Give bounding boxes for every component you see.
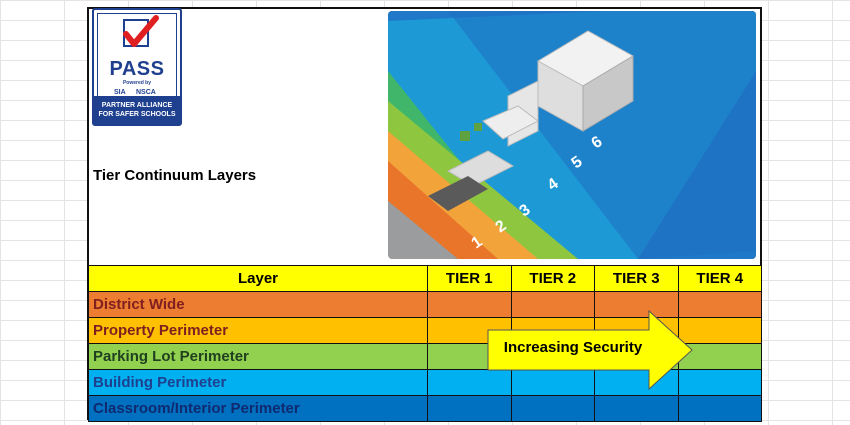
header-tier-3: TIER 3 bbox=[594, 265, 679, 292]
layer-name: Building Perimeter bbox=[88, 369, 428, 396]
logo-powered-by: Powered by bbox=[122, 80, 152, 86]
tier-cell bbox=[510, 291, 595, 318]
logo-band: PARTNER ALLIANCE FOR SAFER SCHOOLS bbox=[94, 96, 180, 124]
checkmark-icon bbox=[123, 15, 159, 47]
page-title: Tier Continuum Layers bbox=[93, 167, 257, 184]
tier-cell bbox=[510, 369, 595, 396]
tier-table: Layer TIER 1 TIER 2 TIER 3 TIER 4 Distri… bbox=[88, 265, 762, 422]
header-layer: Layer bbox=[88, 265, 428, 292]
layer-name: District Wide bbox=[88, 291, 428, 318]
header-tier-1: TIER 1 bbox=[427, 265, 512, 292]
table-row: Building Perimeter bbox=[88, 369, 762, 396]
tier-cell bbox=[510, 395, 595, 422]
layer-name: Classroom/Interior Perimeter bbox=[88, 395, 428, 422]
logo-word: PASS bbox=[109, 58, 165, 80]
svg-text:NSCA: NSCA bbox=[136, 89, 156, 96]
table-row: Classroom/Interior Perimeter bbox=[88, 395, 762, 422]
sponsor-logos-icon: SIA NSCA bbox=[114, 89, 156, 96]
tier-cell bbox=[594, 395, 679, 422]
tier-layers-illustration: 1 2 3 4 5 6 bbox=[388, 11, 756, 259]
svg-text:SIA: SIA bbox=[114, 89, 126, 96]
blue-plane bbox=[448, 11, 756, 259]
layer-name: Parking Lot Perimeter bbox=[88, 343, 428, 370]
tier-cell bbox=[677, 291, 762, 318]
tier-cell bbox=[677, 369, 762, 396]
building-icon bbox=[428, 30, 634, 211]
pass-logo: PASS Powered by SIA NSCA PARTNER ALLIANC… bbox=[92, 8, 182, 126]
tier-cell bbox=[427, 369, 512, 396]
table-row: District Wide bbox=[88, 291, 762, 318]
tier-cell bbox=[677, 395, 762, 422]
increasing-security-arrow-icon bbox=[487, 310, 693, 390]
header-tier-2: TIER 2 bbox=[510, 265, 595, 292]
tier-cell bbox=[594, 291, 679, 318]
logo-band-line2: FOR SAFER SCHOOLS bbox=[98, 111, 176, 118]
tier-cell bbox=[427, 395, 512, 422]
header-tier-4: TIER 4 bbox=[677, 265, 762, 292]
arrow-label: Increasing Security bbox=[503, 339, 643, 356]
table-header-row: Layer TIER 1 TIER 2 TIER 3 TIER 4 bbox=[88, 265, 762, 292]
tier-cell bbox=[427, 291, 512, 318]
logo-band-line1: PARTNER ALLIANCE bbox=[101, 102, 173, 109]
tier-cell bbox=[677, 317, 762, 344]
layer-band-1 bbox=[388, 161, 498, 259]
layer-name: Property Perimeter bbox=[88, 317, 428, 344]
